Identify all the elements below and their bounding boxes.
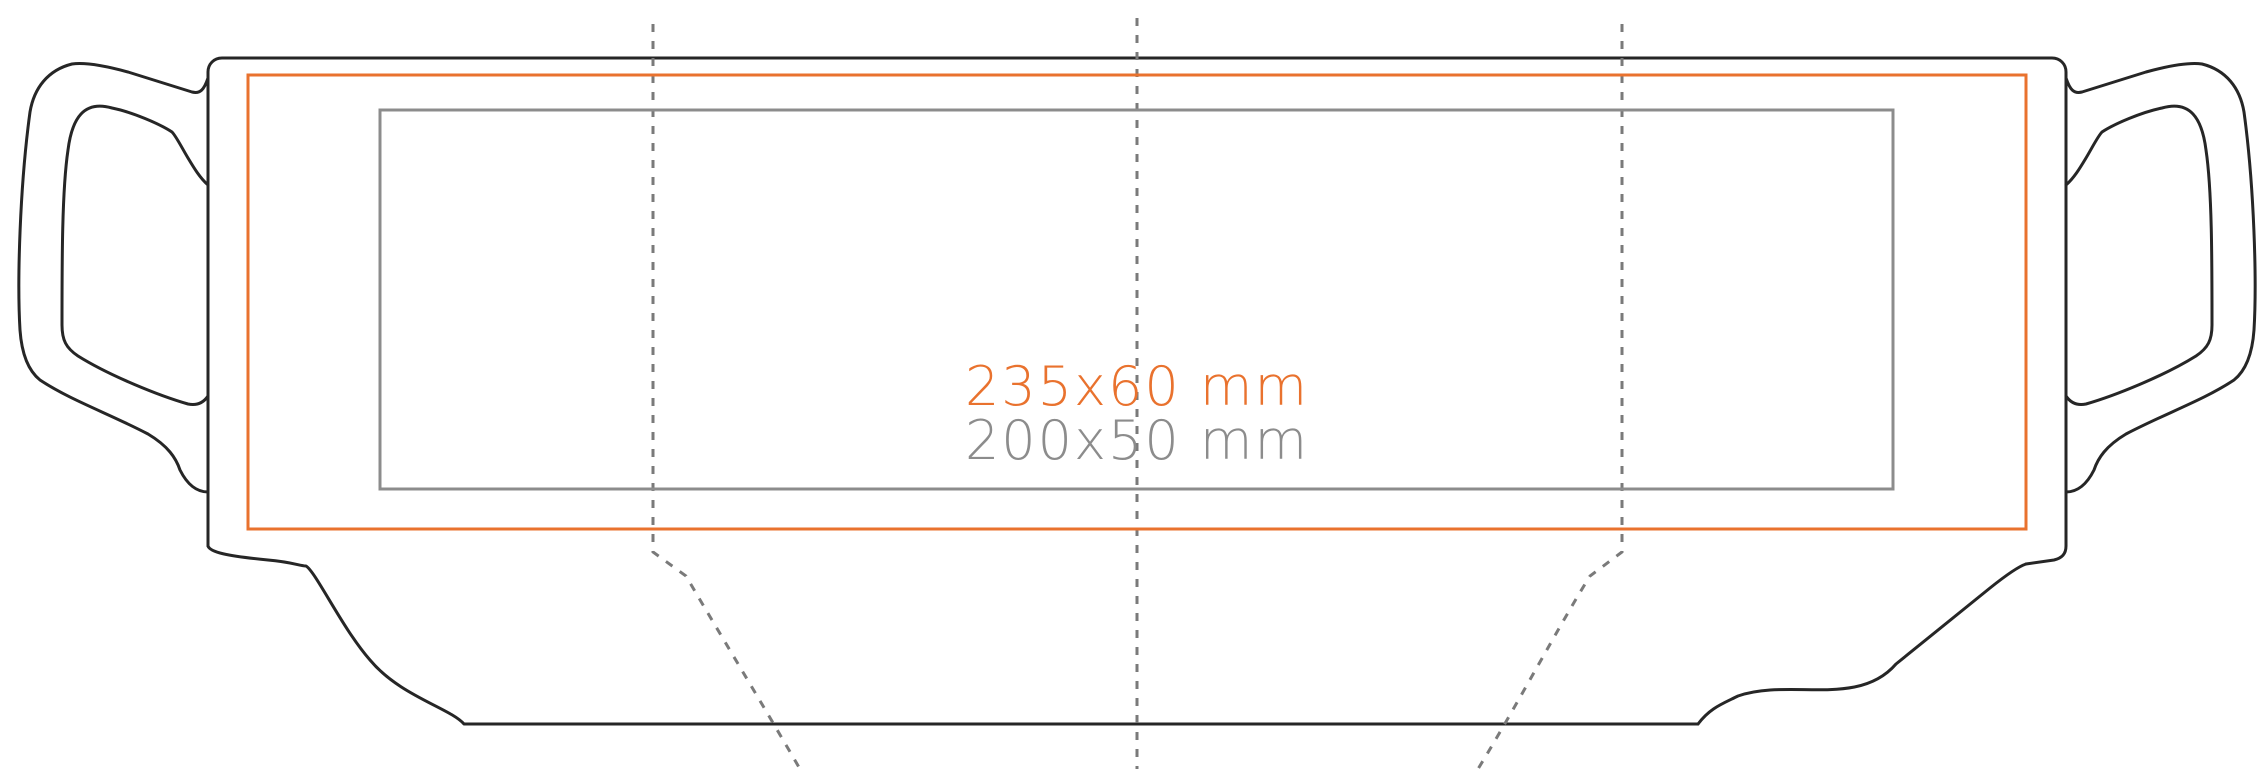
left-handle-icon [17,62,210,494]
outer-area-label: 235x60 mm [965,355,1309,418]
right-guide-line [1476,24,1624,769]
outer-print-area [246,73,2028,531]
inner-area-label: 200x50 mm [965,409,1309,472]
right-handle-icon [2064,62,2257,494]
fold-guide-lines [651,18,1624,769]
tray-body-icon [206,56,2068,726]
left-guide-line [651,24,802,769]
inner-print-area [378,108,1895,491]
